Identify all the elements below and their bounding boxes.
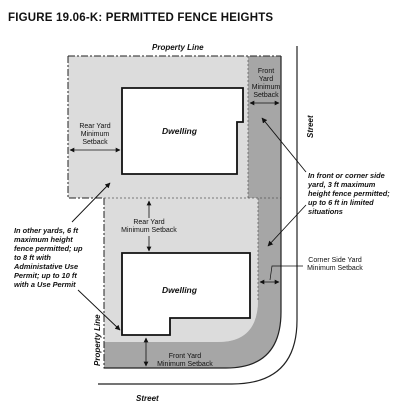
svg-text:Yard: Yard [259,76,273,83]
svg-text:situations: situations [308,207,343,216]
svg-text:Setback: Setback [253,92,279,99]
upper-lot-front-yard-strip [248,56,281,198]
street-curb-line [104,56,282,369]
svg-text:up to 6 ft in limited: up to 6 ft in limited [308,198,374,207]
svg-text:Minimum Setback: Minimum Setback [157,361,213,368]
other-yards-note: In other yards, 6 ft maximum height fenc… [13,226,83,289]
upper-lot-property-line [67,55,281,199]
svg-text:Minimum: Minimum [81,131,110,138]
other-yards-note-arrow-lower [77,289,121,331]
svg-text:height fence permitted;: height fence permitted; [308,189,390,198]
rear-yard-min-setback-mid-label: Rear Yard Minimum Setback [121,219,177,234]
svg-text:Front Yard: Front Yard [169,353,202,360]
dwelling-1-footprint [121,87,244,175]
front-corner-yard-note: In front or corner side yard, 3 ft maxim… [307,171,390,216]
street-label-right: Street [306,115,315,138]
property-line-label-left: Property Line [93,314,102,366]
svg-text:Rear Yard: Rear Yard [133,219,164,226]
figure-title: FIGURE 19.06-K: PERMITTED FENCE HEIGHTS [8,12,273,24]
svg-text:Permit; up to 10 ft: Permit; up to 10 ft [14,271,77,280]
svg-text:In other yards, 6 ft: In other yards, 6 ft [14,226,79,235]
svg-text:yard, 3 ft maximum: yard, 3 ft maximum [307,180,376,189]
front-corner-note-arrow-lower [267,204,307,247]
svg-text:with a Use Permit: with a Use Permit [14,280,76,289]
rear-yard-min-setback-left-label: Rear Yard Minimum Setback [79,123,110,146]
front-yard-min-setback-top-label: Front Yard Minimum Setback [252,68,281,99]
svg-text:Minimum Setback: Minimum Setback [307,265,363,272]
property-line-label-top: Property Line [152,43,204,52]
svg-text:fence permitted; up: fence permitted; up [14,244,83,253]
svg-text:Front: Front [258,68,274,75]
svg-text:Minimum: Minimum [252,84,281,91]
dwelling-1-label: Dwelling [162,126,198,136]
dwelling-2-label: Dwelling [162,285,198,295]
svg-text:Minimum Setback: Minimum Setback [121,227,177,234]
svg-text:Rear Yard: Rear Yard [79,123,110,130]
svg-text:to 8 ft with: to 8 ft with [14,253,51,262]
svg-text:Corner Side Yard: Corner Side Yard [308,257,362,264]
svg-text:Administative Use: Administative Use [13,262,78,271]
front-yard-min-setback-bottom-label: Front Yard Minimum Setback [157,353,213,368]
other-yards-note-arrow-upper [71,182,111,223]
street-outer-line [98,46,298,385]
front-corner-note-arrow-upper [261,117,307,173]
dwelling-2-footprint [121,252,251,336]
svg-text:In front or corner side: In front or corner side [308,171,385,180]
corner-side-yard-min-setback-label: Corner Side Yard Minimum Setback [307,257,363,272]
svg-text:maximum height: maximum height [14,235,73,244]
lower-lot-corner-side-yard-strip [104,198,281,368]
street-label-bottom: Street [136,394,159,403]
svg-text:Setback: Setback [82,139,108,146]
corner-side-yard-leader [269,265,303,281]
